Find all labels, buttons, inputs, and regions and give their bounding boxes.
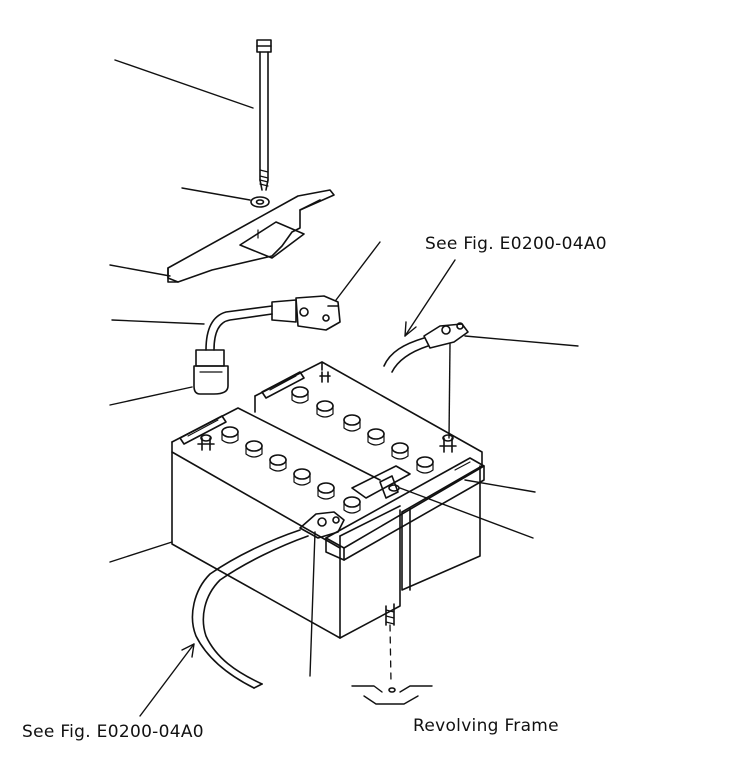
battery-cable-with-boot	[193, 295, 341, 395]
leader-lines	[109, 59, 579, 677]
leader-line-hold-bar	[399, 487, 534, 539]
leader-line-washer	[181, 187, 251, 201]
leader-line-bracket	[109, 264, 171, 277]
arrow-ref-bottom-line	[139, 643, 195, 717]
arrow-ref-top-line	[404, 259, 456, 337]
terminal-right	[383, 322, 469, 373]
battery-left	[171, 407, 401, 639]
leader-line-bolt	[309, 531, 316, 677]
arrow-ref-top-head	[404, 321, 417, 337]
reference-arrows	[139, 259, 456, 717]
leader-line-cable-boot	[111, 319, 205, 325]
leader-line-clamp	[464, 479, 536, 493]
revolving-frame-label: Revolving Frame	[413, 716, 559, 736]
battery-rod	[256, 39, 272, 191]
upper-bracket	[167, 189, 335, 283]
leader-line-battery-left	[109, 541, 173, 563]
revolving-frame-mark	[351, 685, 433, 705]
reference-label-bottom: See Fig. E0200-04A0	[22, 722, 204, 742]
arrow-ref-bottom-head	[181, 643, 195, 658]
frame-stud	[385, 603, 396, 693]
reference-label-top: See Fig. E0200-04A0	[425, 234, 607, 254]
leader-line-terminal-connector	[335, 241, 381, 301]
battery-right	[254, 361, 483, 591]
leader-line-boot	[109, 386, 193, 406]
hold-down-clamp	[325, 457, 485, 561]
leader-line-terminal-right	[464, 335, 579, 347]
battery-cable-bottom	[191, 511, 345, 689]
washer	[250, 196, 270, 208]
leader-line-rod	[114, 59, 254, 109]
leader-line-stud	[448, 343, 451, 439]
